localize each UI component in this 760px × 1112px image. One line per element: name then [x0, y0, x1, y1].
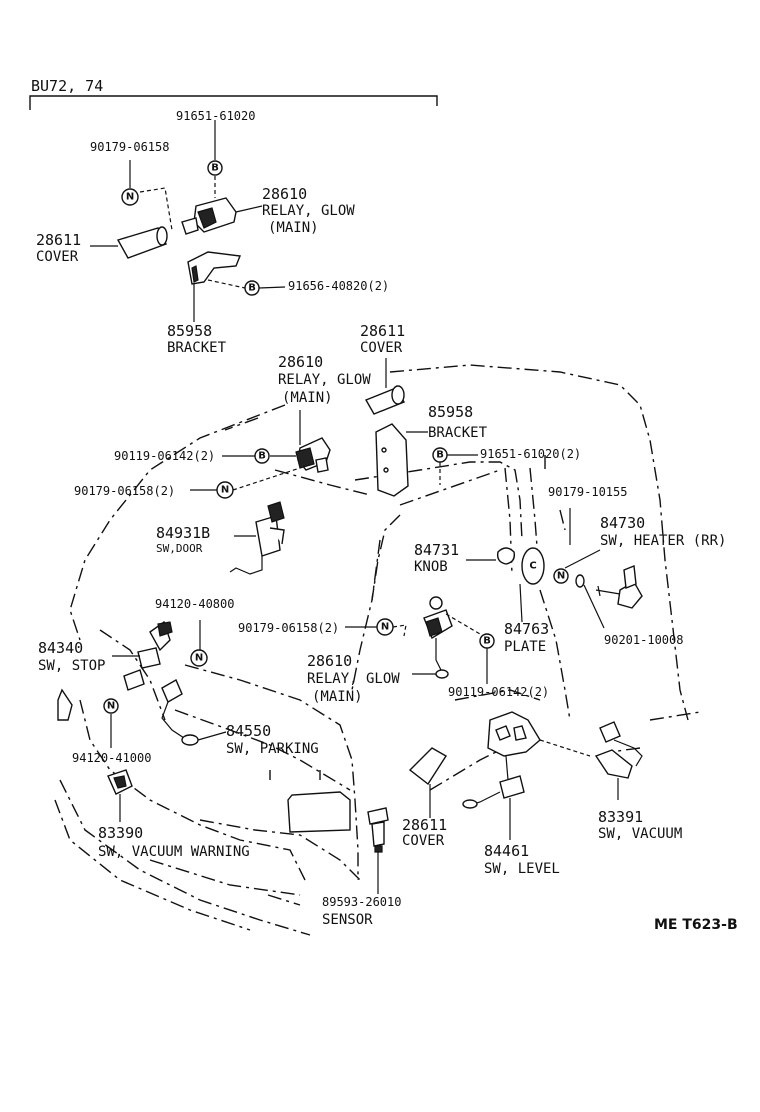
part-84550-name: SW, PARKING [226, 741, 319, 757]
header-bracket [29, 95, 438, 110]
part-28610-low-name: RELAY, GLOW [307, 671, 400, 687]
svg-text:B: B [258, 451, 266, 462]
part-85958-mid-name: BRACKET [428, 425, 488, 441]
side-lamp-trim [57, 688, 73, 721]
vacuum-warning-switch [107, 769, 133, 822]
door-switch-84931b [229, 501, 285, 575]
part-28611-mid-number: 28611 [360, 322, 406, 340]
part-28611-low-name: COVER [402, 833, 445, 849]
part-28611-top-number: 28611 [36, 231, 82, 249]
low-relay-assembly: N B [345, 596, 495, 684]
part-28610-mid-qualifier: (MAIN) [282, 390, 333, 406]
vacuum-switch-83391 [594, 721, 643, 800]
part-84931b-name: SW,DOOR [156, 542, 203, 555]
svg-text:N: N [557, 571, 565, 582]
part-84731-name: KNOB [414, 559, 448, 575]
part-83391-name: SW, VACUUM [598, 826, 683, 842]
part-83390-number: 83390 [98, 824, 144, 842]
part-90119-06142-low: 90119-06142(2) [448, 685, 550, 699]
stop-switch-84340: N [112, 620, 208, 691]
part-83391-number: 83391 [598, 808, 644, 826]
svg-text:C: C [529, 561, 536, 572]
svg-text:B: B [248, 283, 256, 294]
top-relay-assembly: B N B [90, 120, 286, 322]
part-28610-low-number: 28610 [307, 652, 353, 670]
svg-text:N: N [126, 192, 134, 203]
part-28610-mid-name: RELAY, GLOW [278, 372, 371, 388]
level-switch-84461 [462, 711, 591, 840]
part-84731-number: 84731 [414, 541, 460, 559]
part-28611-low-number: 28611 [402, 816, 448, 834]
model-code: BU72, 74 [31, 77, 104, 95]
part-85958-top-name: BRACKET [167, 340, 227, 356]
part-84550-number: 84550 [226, 722, 272, 740]
part-84340-number: 84340 [38, 639, 84, 657]
part-89593-26010: 89593-26010 [322, 895, 402, 909]
part-90179-06158-mid: 90179-06158(2) [74, 484, 176, 498]
part-90179-06158-low: 90179-06158(2) [238, 621, 340, 635]
part-28610-top-number: 28610 [262, 185, 308, 203]
part-84340-name: SW, STOP [38, 658, 106, 674]
part-91651-61020-top: 91651-61020 [176, 109, 256, 123]
part-84461-number: 84461 [484, 842, 530, 860]
part-90201-10008: 90201-10008 [604, 633, 684, 647]
low-cover-28611 [408, 747, 447, 818]
part-90179-10155: 90179-10155 [548, 485, 628, 499]
svg-text:N: N [381, 622, 389, 633]
part-90179-06158-top: 90179-06158 [90, 140, 170, 154]
license-plate-trim [287, 791, 351, 833]
svg-text:B: B [436, 450, 444, 461]
svg-text:N: N [195, 653, 203, 664]
part-84730-number: 84730 [600, 514, 646, 532]
part-90119-06142-mid: 90119-06142(2) [114, 449, 216, 463]
part-91656-40820: 91656-40820(2) [288, 279, 390, 293]
sensor-89593 [367, 807, 389, 894]
part-28610-top-name: RELAY, GLOW [262, 203, 355, 219]
vehicle-body-outline [54, 364, 701, 936]
svg-text:B: B [483, 636, 491, 647]
svg-text:N: N [221, 485, 229, 496]
mid-relay-assembly: B N B [190, 358, 478, 499]
bumper-tick-marks [269, 770, 321, 780]
nut-94120-41000 [103, 698, 119, 714]
part-94120-40800: 94120-40800 [155, 597, 235, 611]
part-83390-name: SW, VACUUM WARNING [98, 844, 250, 860]
part-28611-mid-name: COVER [360, 340, 403, 356]
part-28610-top-qualifier: (MAIN) [268, 220, 319, 236]
part-91651-61020-mid: 91651-61020(2) [480, 447, 582, 461]
part-84730-name: SW, HEATER (RR) [600, 533, 727, 549]
part-28610-mid-number: 28610 [278, 353, 324, 371]
part-85958-mid-number: 85958 [428, 403, 474, 421]
parking-switch-84550 [161, 679, 227, 746]
part-94120-41000: 94120-41000 [72, 751, 152, 765]
part-28610-low-qualifier: (MAIN) [312, 689, 363, 705]
svg-text:N: N [107, 701, 115, 712]
part-84931b-number: 84931B [156, 524, 211, 542]
heater-switch-group: C N [466, 508, 643, 629]
diagram-reference: ME T623-B [654, 917, 738, 933]
part-84763-number: 84763 [504, 620, 550, 638]
svg-text:B: B [211, 163, 219, 174]
part-84461-name: SW, LEVEL [484, 861, 560, 877]
part-84763-name: PLATE [504, 639, 547, 655]
part-85958-top-number: 85958 [167, 322, 213, 340]
part-28611-top-name: COVER [36, 249, 79, 265]
part-89593-name: SENSOR [322, 912, 373, 928]
